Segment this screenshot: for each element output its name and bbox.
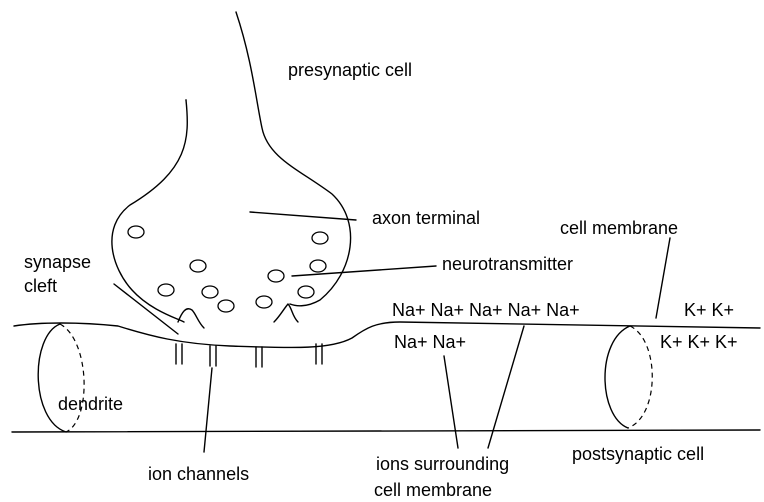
axon-terminal-outline: [112, 100, 187, 322]
cleft-label: cleft: [24, 276, 57, 296]
dendrite-bottom-membrane: [12, 430, 760, 432]
postsynaptic-cell-label: postsynaptic cell: [572, 444, 704, 464]
dendrite-cross-section-back: [60, 324, 84, 432]
vesicle: [256, 296, 272, 308]
postsynaptic-cross-section-front: [605, 326, 630, 428]
vesicle: [298, 286, 314, 298]
axon-terminal-leader: [250, 212, 356, 220]
vesicle: [218, 300, 234, 312]
ions-surrounding-label-line2: cell membrane: [374, 480, 492, 500]
vesicle: [128, 226, 144, 238]
dendrite-top-membrane: [14, 322, 760, 348]
k-ions-row2: K+ K+ K+: [660, 332, 738, 352]
presynaptic-cell-label: presynaptic cell: [288, 60, 412, 80]
vesicle: [312, 232, 328, 244]
ions-leader-left: [444, 356, 458, 448]
ions-leader-right: [488, 326, 524, 448]
vesicle: [310, 260, 326, 272]
release-site-right: [274, 304, 298, 322]
neurotransmitter-label: neurotransmitter: [442, 254, 573, 274]
postsynaptic-cross-section-back: [628, 326, 652, 428]
vesicle: [268, 270, 284, 282]
vesicle: [190, 260, 206, 272]
synapse-label: synapse: [24, 252, 91, 272]
vesicle: [158, 284, 174, 296]
na-ions-row2: Na+ Na+: [394, 332, 466, 352]
release-site-left: [178, 309, 204, 328]
presynaptic-axon-right: [236, 12, 351, 306]
axon-terminal-label: axon terminal: [372, 208, 480, 228]
k-ions-row1: K+ K+: [684, 300, 734, 320]
dendrite-cross-section-front: [38, 324, 66, 432]
cell-membrane-leader: [656, 238, 670, 318]
cell-membrane-label: cell membrane: [560, 218, 678, 238]
vesicles: [128, 226, 328, 312]
vesicle: [202, 286, 218, 298]
na-ions-row1: Na+ Na+ Na+ Na+ Na+: [392, 300, 580, 320]
dendrite-label: dendrite: [58, 394, 123, 414]
ions-surrounding-label-line1: ions surrounding: [376, 454, 509, 474]
ion-channels-label: ion channels: [148, 464, 249, 484]
ion-channels-leader: [204, 368, 212, 452]
